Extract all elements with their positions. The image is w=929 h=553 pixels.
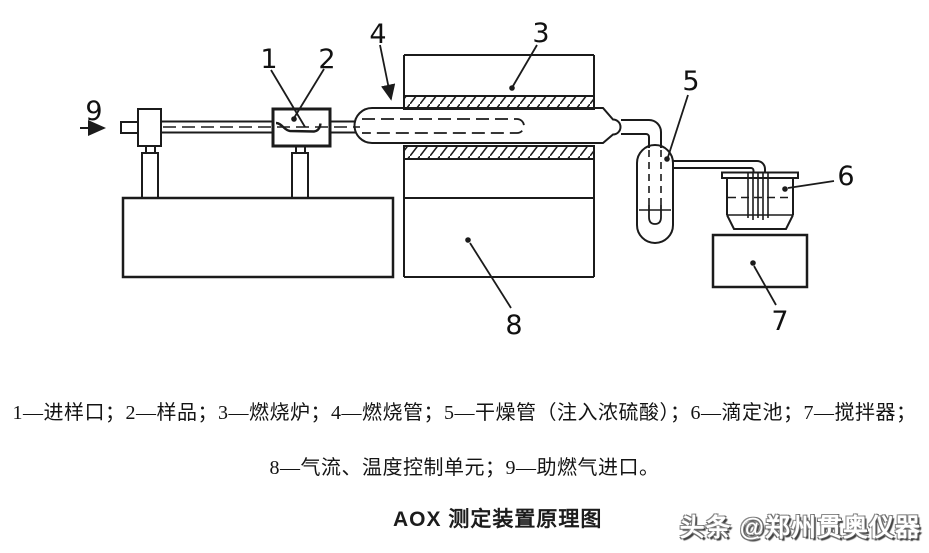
cell-taper — [726, 214, 794, 230]
part-label-1: 1 — [260, 44, 277, 75]
support-post-right — [291, 152, 309, 199]
leader-7 — [753, 265, 777, 306]
leader-8 — [469, 242, 512, 309]
support-post-left — [141, 152, 159, 199]
part-label-2: 2 — [318, 44, 335, 75]
legend-line-1: 1—进样口；2—样品；3—燃烧炉；4—燃烧管；5—干燥管（注入浓硫酸）；6—滴定… — [12, 402, 917, 424]
elbow-pipe — [621, 119, 662, 148]
drying-tube — [636, 144, 674, 244]
injection-port-block — [137, 108, 162, 147]
apparatus-schematic: 1 2 3 4 5 6 7 8 9 — [80, 18, 855, 341]
titration-cell — [721, 171, 799, 230]
dip-tube-bottom — [648, 205, 662, 225]
heater-band-top — [403, 95, 595, 110]
leader-2 — [293, 68, 325, 119]
carrier-tube — [161, 120, 360, 134]
leader-5 — [667, 94, 689, 158]
part-label-5: 5 — [682, 66, 699, 97]
part-label-8: 8 — [505, 310, 522, 341]
combustion-tube — [353, 107, 622, 144]
electrodes — [747, 173, 769, 220]
inner-tube-dashed — [362, 118, 525, 134]
part-label-6: 6 — [837, 161, 854, 192]
control-unit-box — [121, 196, 395, 279]
cell-flange — [721, 171, 799, 179]
part-label-4: 4 — [369, 19, 386, 50]
legend-line-2: 8—气流、温度控制单元；9—助燃气进口。 — [269, 457, 660, 479]
part-label-3: 3 — [532, 18, 549, 49]
leader-4-arrow — [379, 44, 396, 101]
leader-3 — [512, 44, 538, 87]
leader-lines — [270, 44, 835, 309]
inlet-stub — [120, 121, 139, 134]
control-unit — [121, 145, 395, 279]
part-label-9: 9 — [85, 96, 102, 127]
support-neck-left — [145, 145, 156, 154]
leader-6 — [787, 180, 835, 189]
leader-1 — [270, 69, 306, 128]
stirrer-box — [711, 233, 809, 289]
sample-boat — [275, 121, 322, 133]
part-label-7: 7 — [771, 306, 788, 337]
heater-band-bottom — [403, 145, 595, 160]
watermark: 头条 @郑州贯奥仪器 — [679, 514, 921, 542]
outlet-pipe — [673, 160, 766, 173]
combustion-furnace — [403, 54, 595, 278]
sample-chamber — [271, 107, 332, 148]
figure-title: AOX 测定装置原理图 — [393, 508, 603, 531]
